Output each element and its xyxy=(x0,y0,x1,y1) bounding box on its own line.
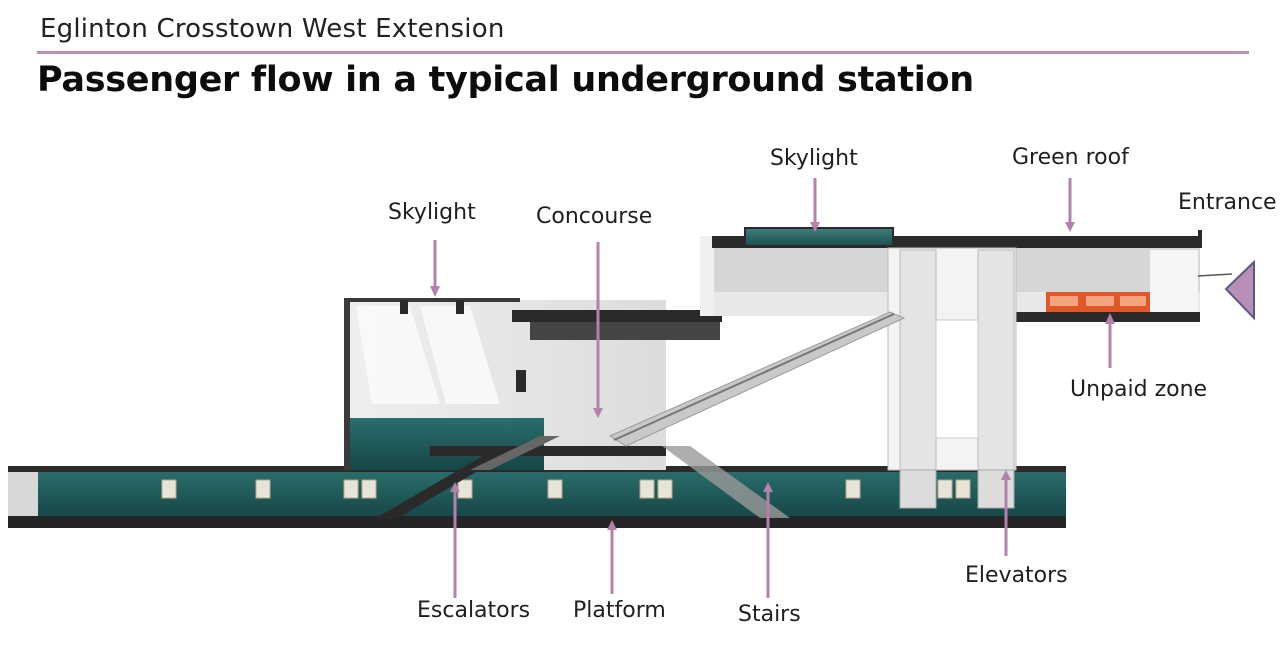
arrowhead-green-roof xyxy=(1065,222,1075,232)
label-escalators: Escalators xyxy=(417,598,531,623)
wall-poster xyxy=(937,479,953,499)
entrance-arrow-icon xyxy=(1224,259,1255,321)
header-subtitle: Eglinton Crosstown West Extension xyxy=(40,14,505,44)
leader-lines xyxy=(430,178,1115,598)
skylight-glass xyxy=(744,227,894,247)
wall-poster xyxy=(547,479,563,499)
label-concourse: Concourse xyxy=(536,204,653,229)
label-platform: Platform xyxy=(573,598,666,623)
wall-poster xyxy=(255,479,271,499)
wall-poster xyxy=(343,479,359,499)
label-unpaid-zone: Unpaid zone xyxy=(1070,377,1208,402)
arrowhead-concourse xyxy=(593,408,603,418)
concourse-volume xyxy=(344,298,722,470)
arrowhead-platform xyxy=(607,520,617,530)
label-stairs: Stairs xyxy=(738,602,801,627)
arrowhead-escalators xyxy=(450,482,460,492)
wall-poster xyxy=(639,479,655,499)
arrowhead-unpaid-zone xyxy=(1105,313,1115,324)
escalators xyxy=(376,311,906,518)
arrowhead-skylight-right xyxy=(810,222,820,232)
arrowhead-skylight-left xyxy=(430,286,440,297)
wall-poster xyxy=(361,479,377,499)
label-green-roof: Green roof xyxy=(1012,145,1129,170)
wall-poster xyxy=(161,479,177,499)
arrowhead-stairs xyxy=(763,482,773,492)
wall-poster xyxy=(457,479,473,499)
label-skylight-right: Skylight xyxy=(770,146,858,171)
elevator-shaft xyxy=(887,247,1017,509)
label-entrance: Entrance xyxy=(1178,190,1277,215)
wall-poster xyxy=(657,479,673,499)
platform-level xyxy=(8,466,1066,528)
label-elevators: Elevators xyxy=(965,563,1068,588)
page-title: Passenger flow in a typical underground … xyxy=(37,60,974,100)
header-divider xyxy=(37,51,1249,54)
label-skylight-left: Skylight xyxy=(388,200,476,225)
arrowhead-elevators xyxy=(1001,470,1011,480)
wall-poster xyxy=(845,479,861,499)
wall-poster xyxy=(955,479,971,499)
